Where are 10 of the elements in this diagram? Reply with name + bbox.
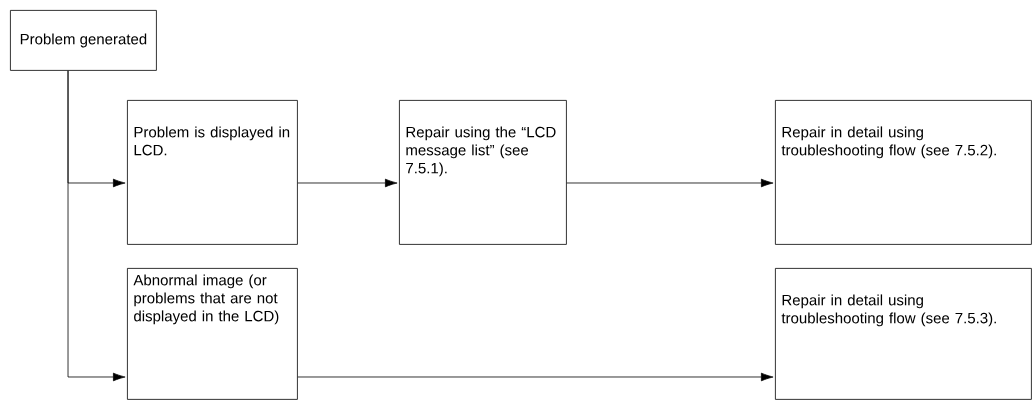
- process-box: Repair using the “LCD message list” (see 7.5.1).: [399, 100, 567, 245]
- arrow: [297, 178, 398, 188]
- process-box: Repair in detail using troubleshooting flow (see 7.5.3).: [775, 268, 1032, 400]
- arrow: [566, 178, 774, 188]
- arrow: [67, 70, 126, 382]
- process-box: Problem generated: [10, 10, 157, 71]
- process-box: Problem is displayed in LCD.: [127, 100, 298, 245]
- process-box: Repair in detail using troubleshooting flow (see 7.5.2).: [775, 100, 1032, 245]
- arrow: [297, 372, 774, 382]
- process-box: Abnormal image (or problems that are not displayed in the LCD): [127, 268, 298, 400]
